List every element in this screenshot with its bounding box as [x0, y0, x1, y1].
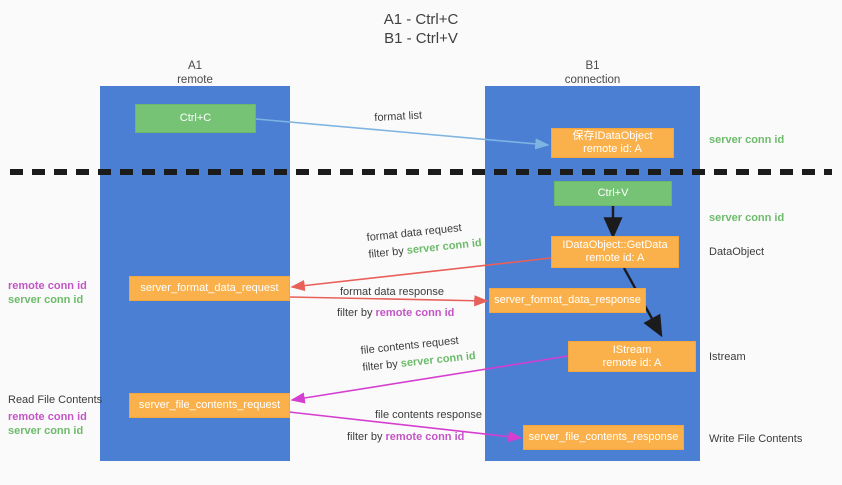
box-istream-line2: remote id: A: [602, 356, 662, 369]
label-file-contents-response-filter: filter by remote conn id: [347, 430, 482, 445]
box-getdata-line1: IDataObject::GetData: [562, 239, 668, 251]
right-label-write-file-contents: Write File Contents: [709, 433, 803, 445]
right-label-istream: Istream: [709, 351, 746, 363]
box-ctrl-c-line1: Ctrl+C: [179, 112, 212, 124]
right-label-server-conn-id-2: server conn id: [709, 212, 785, 224]
box-idataobject-top-line1: 保存IDataObject: [572, 130, 653, 142]
label-filter-prefix-2: filter by: [337, 307, 376, 319]
label-filter-key-remote-conn-id: remote conn id: [375, 307, 455, 319]
label-filter-key-remote-conn-id-2: remote conn id: [385, 431, 465, 443]
box-getdata-line2: remote id: A: [585, 252, 645, 264]
lane-header-a1-name: A1: [187, 60, 203, 72]
label-file-contents-response: file contents response: [375, 409, 483, 421]
left-label-remote-conn-id-1: remote conn id: [8, 280, 87, 292]
lane-header-b1: B1 connection: [485, 60, 700, 87]
lane-header-a1: A1 remote: [100, 60, 290, 87]
label-format-list: format list: [374, 109, 423, 124]
box-server-format-data-request-line1: server_format_data_request: [140, 282, 279, 294]
label-format-data-response-filter: filter by remote conn id: [337, 306, 454, 321]
box-istream-line1: IStream: [612, 343, 652, 356]
label-group-format-data-request: format data request filter by server con…: [366, 219, 482, 263]
box-server-file-contents-response-line1: server_file_contents_response: [528, 431, 679, 443]
label-filter-prefix-3: filter by: [361, 357, 402, 374]
box-istream[interactable]: IStream remote id: A: [568, 341, 696, 372]
left-label-read-file-contents: Read File Contents: [8, 394, 103, 406]
label-group-format-data-response: format data response filter by remote co…: [337, 285, 454, 321]
label-filter-prefix-4: filter by: [347, 431, 386, 443]
left-label-server-conn-id-1: server conn id: [8, 294, 84, 306]
box-server-file-contents-response[interactable]: server_file_contents_response: [523, 425, 684, 450]
label-filter-key-server-conn-id-2: server conn id: [400, 350, 477, 370]
box-server-file-contents-request-line1: server_file_contents_request: [138, 399, 281, 411]
box-ctrl-v[interactable]: Ctrl+V: [554, 181, 672, 206]
box-idataobject-top[interactable]: 保存IDataObject remote id: A: [551, 128, 674, 158]
box-server-format-data-response-line1: server_format_data_response: [494, 294, 641, 306]
box-ctrl-v-line1: Ctrl+V: [597, 187, 629, 199]
label-filter-prefix: filter by: [367, 244, 408, 261]
box-server-format-data-request[interactable]: server_format_data_request: [129, 276, 290, 301]
label-group-file-contents-response: file contents response filter by remote …: [347, 408, 483, 445]
left-label-group-2: remote conn id server conn id: [8, 410, 87, 438]
box-idataobject-top-line2: remote id: A: [583, 143, 642, 155]
box-server-format-data-response[interactable]: server_format_data_response: [489, 288, 646, 313]
lane-header-a1-sub: remote: [177, 73, 213, 86]
right-label-server-conn-id-1: server conn id: [709, 134, 785, 146]
left-label-group-1: remote conn id server conn id: [8, 279, 87, 307]
left-label-server-conn-id-2: server conn id: [8, 425, 84, 437]
lane-header-b1-name: B1: [585, 60, 600, 72]
box-ctrl-c[interactable]: Ctrl+C: [135, 104, 256, 133]
label-filter-key-server-conn-id: server conn id: [406, 237, 483, 257]
box-server-file-contents-request[interactable]: server_file_contents_request: [129, 393, 290, 418]
left-label-remote-conn-id-2: remote conn id: [8, 411, 87, 423]
label-format-data-response: format data response: [340, 286, 444, 298]
box-getdata[interactable]: IDataObject::GetData remote id: A: [551, 236, 679, 268]
page-title: A1 - Ctrl+C B1 - Ctrl+V: [383, 11, 459, 47]
label-group-file-contents-request: file contents request filter by server c…: [360, 332, 476, 376]
lane-header-b1-sub: connection: [564, 73, 621, 86]
right-label-dataobject: DataObject: [709, 246, 765, 258]
